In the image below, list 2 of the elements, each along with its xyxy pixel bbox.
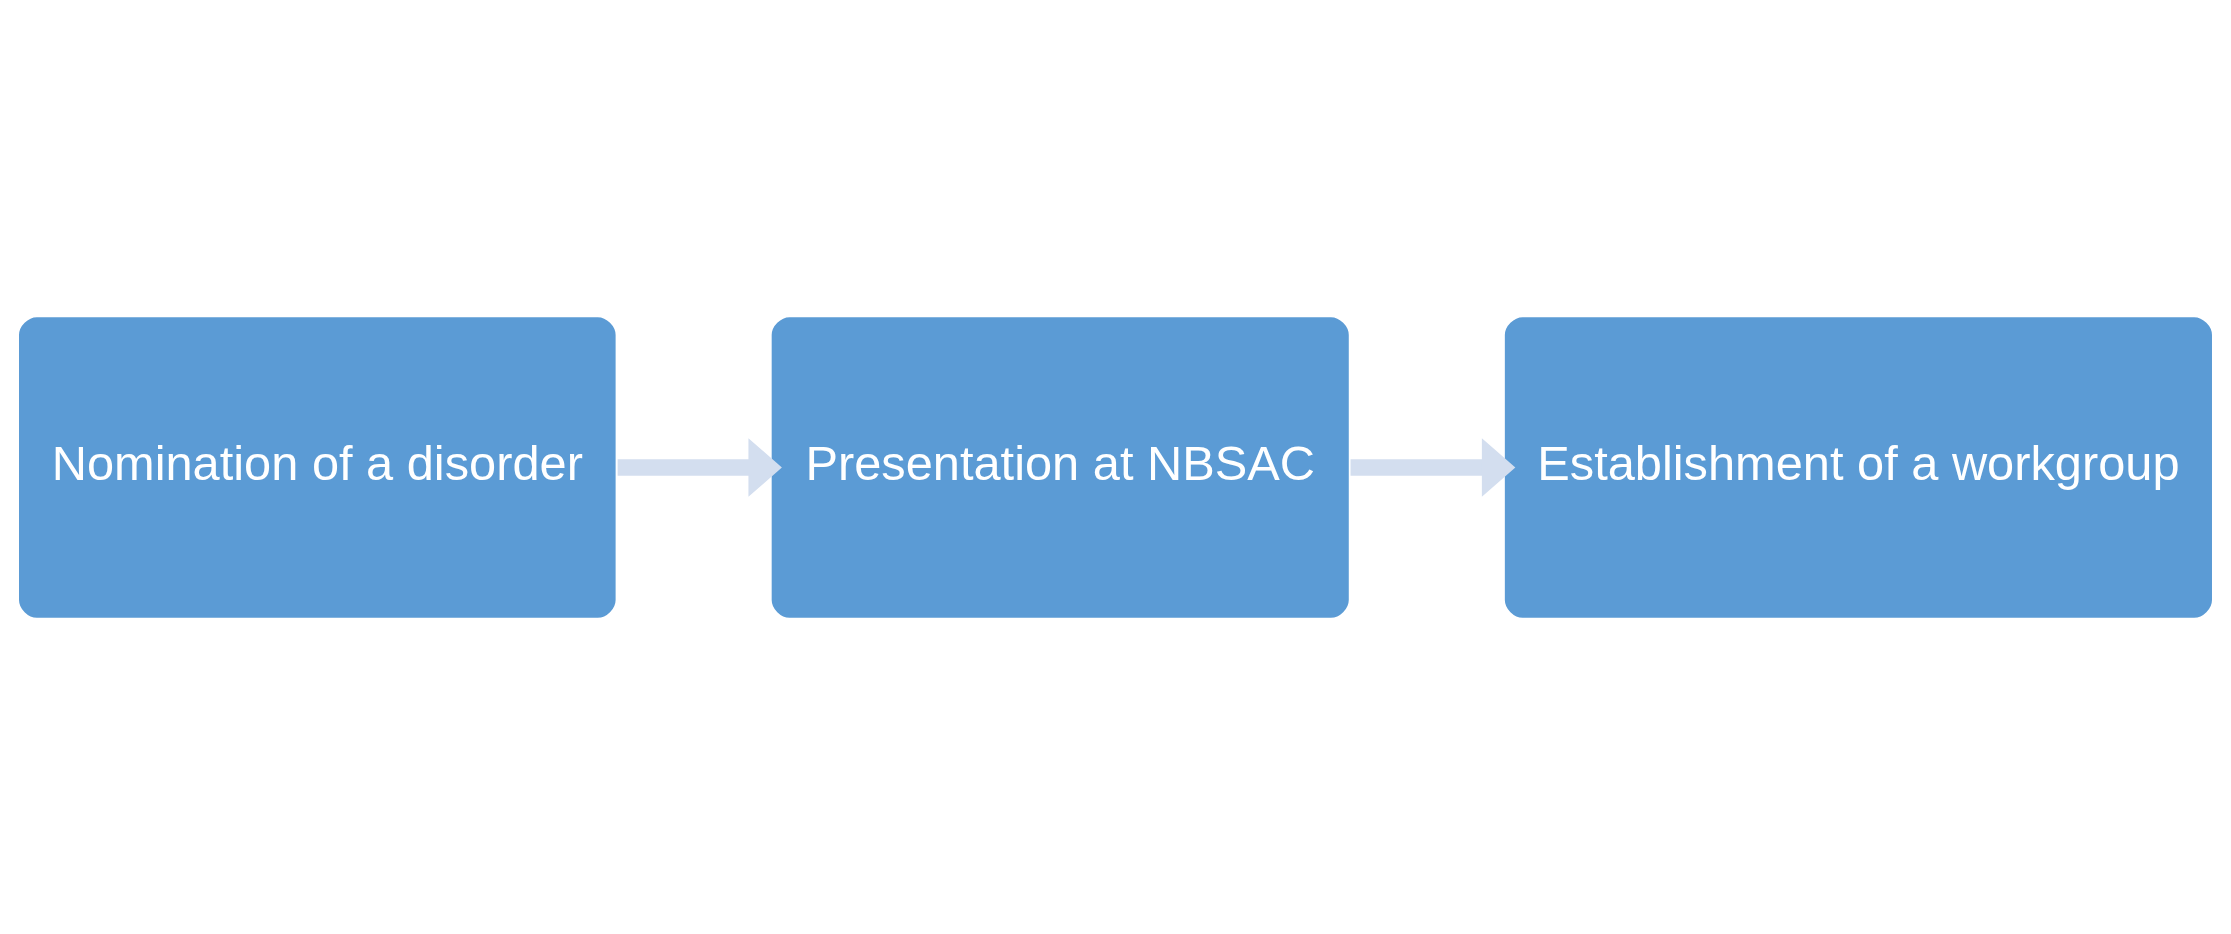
arrow <box>1350 437 1516 497</box>
arrow <box>617 437 782 497</box>
